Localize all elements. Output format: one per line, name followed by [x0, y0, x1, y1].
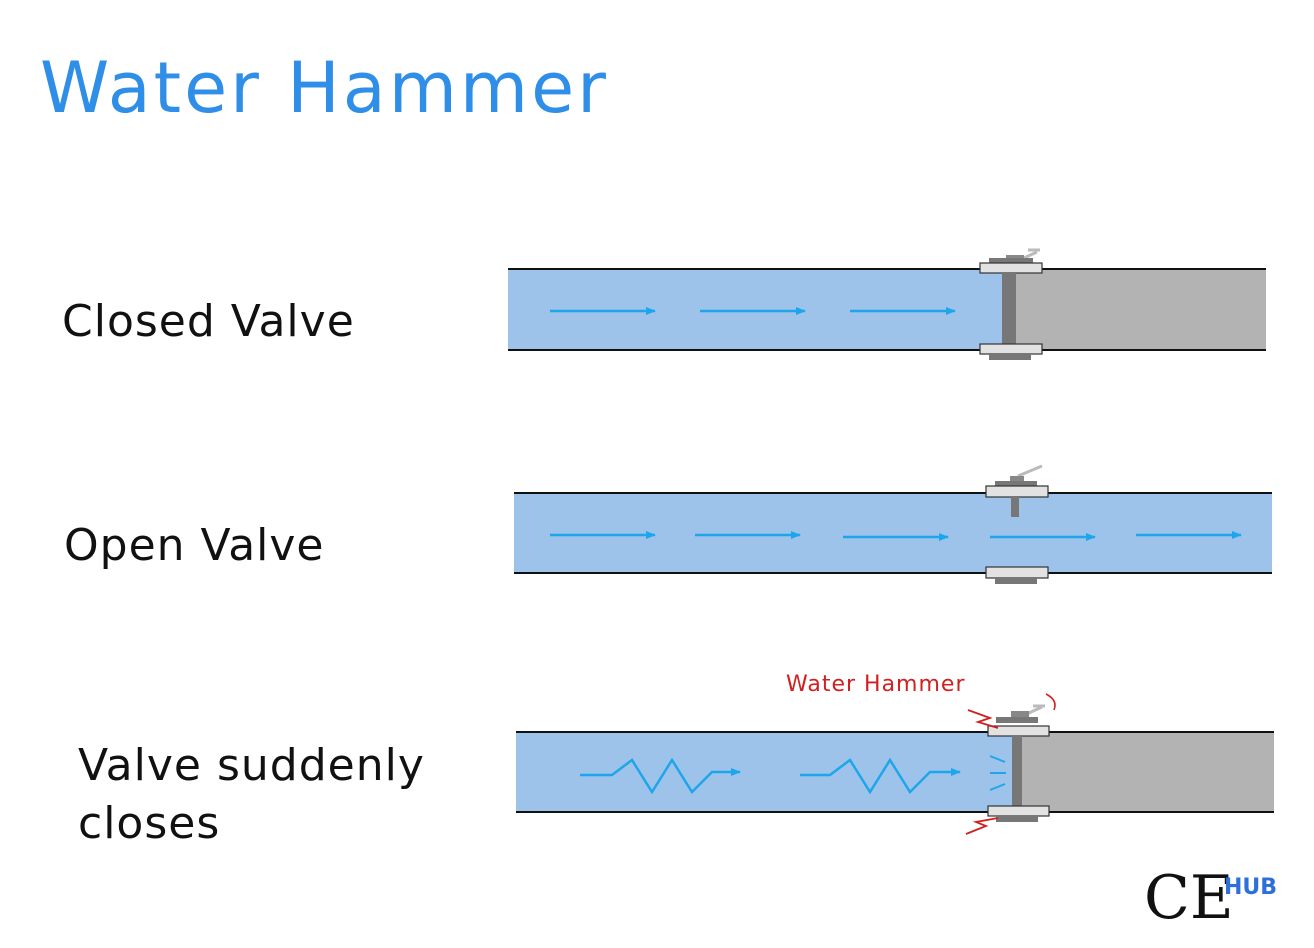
pipe-valve-suddenly-closes: Water Hammer — [516, 672, 1274, 835]
impact-ticks-icon — [989, 755, 1006, 791]
flow-arrows — [550, 531, 1242, 541]
valve-open-icon — [985, 464, 1049, 584]
pipe-open-valve — [514, 464, 1272, 584]
cehub-logo: CE HUB — [1144, 863, 1277, 933]
stagnant-section — [1008, 269, 1266, 350]
water-flow-section — [508, 269, 1008, 350]
row-label-closed-valve: Closed Valve — [62, 296, 355, 347]
row-label-open-valve: Open Valve — [64, 520, 325, 571]
row-label-valve-suddenly-closes-line2: closes — [78, 798, 220, 849]
pressure-wave-arrow — [580, 757, 741, 795]
pressure-wave-arrows — [580, 757, 961, 795]
water-hammer-annotation: Water Hammer — [786, 672, 966, 697]
page-title: Water Hammer — [40, 47, 609, 129]
valve-closed-icon — [987, 704, 1050, 822]
valve-closed-icon — [979, 248, 1043, 360]
water-flow-section — [514, 493, 1272, 573]
logo-ce-text: CE — [1144, 863, 1234, 933]
row-label-valve-suddenly-closes-line1: Valve suddenly — [78, 740, 425, 791]
stagnant-section — [1014, 732, 1274, 812]
vibration-marks-icon — [965, 693, 1056, 835]
pressure-wave-arrow — [800, 757, 961, 795]
pipe-closed-valve — [508, 248, 1266, 360]
logo-hub-text: HUB — [1224, 875, 1277, 900]
